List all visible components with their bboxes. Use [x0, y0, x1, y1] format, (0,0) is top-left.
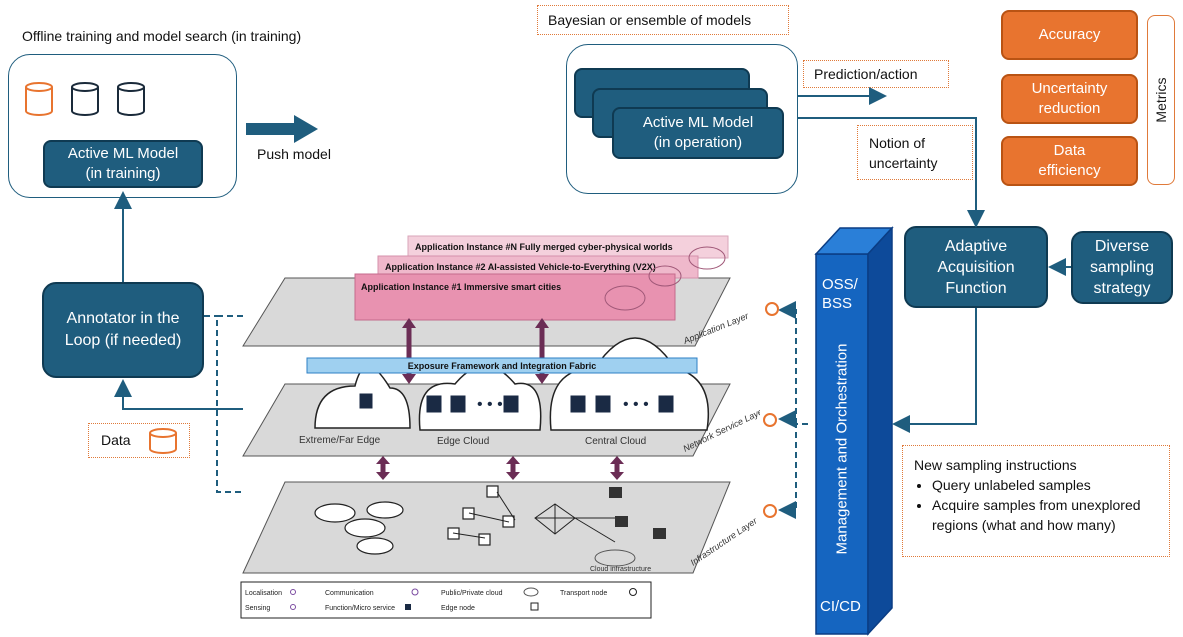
- data-label: Data: [101, 432, 131, 448]
- metric-data-efficiency: Data efficiency: [1001, 136, 1138, 186]
- model-training-line1: Active ML Model: [67, 145, 179, 162]
- metric-line2: reduction: [1038, 100, 1101, 117]
- orchestration-pillar: [814, 226, 894, 636]
- metric-accuracy-label: Accuracy: [1038, 26, 1101, 43]
- bayesian-label-box: Bayesian or ensemble of models: [537, 5, 789, 35]
- database-icons: [25, 82, 145, 116]
- cloud-infrastructure-icon: [594, 549, 636, 567]
- data-box: Data: [88, 423, 190, 458]
- model-operation-line2: (in operation): [653, 134, 743, 151]
- legend-localisation: Localisation: [245, 590, 282, 597]
- push-arrow: [246, 115, 318, 143]
- legend-box: [240, 581, 652, 619]
- pillar-top1: OSS/: [822, 276, 858, 293]
- network-architecture: Application Instance #N Fully merged cyb…: [240, 235, 760, 619]
- legend-transport-node: Transport node: [560, 590, 607, 597]
- legend-edge-node: Edge node: [441, 605, 475, 612]
- pillar-oss-bss: OSS/ BSS: [822, 275, 858, 313]
- legend-sensing: Sensing: [245, 605, 270, 612]
- acquisition-function-box: Adaptive Acquisition Function: [904, 226, 1048, 308]
- legend-function: Function/Micro service: [325, 605, 395, 612]
- annotator-line2: Loop (if needed): [64, 332, 182, 349]
- instruction-item: Acquire samples from unexplored regions …: [932, 495, 1164, 535]
- metric-uncertainty-reduction: Uncertainty reduction: [1001, 74, 1138, 124]
- metric-line1: Uncertainty: [1031, 80, 1108, 97]
- instruction-item: Query unlabeled samples: [932, 475, 1164, 495]
- svg-text:• • •: • • •: [623, 396, 649, 413]
- prediction-label: Prediction/action: [814, 66, 918, 82]
- div-line1: Diverse: [1094, 238, 1150, 255]
- acq-line2: Acquisition: [937, 258, 1015, 276]
- instructions-title: New sampling instructions: [914, 457, 1077, 473]
- model-in-operation: Active ML Model (in operation): [612, 107, 784, 159]
- push-model-label: Push model: [257, 146, 331, 162]
- div-line2: sampling: [1089, 259, 1155, 276]
- app-instance-1-label: Application Instance #1 Immersive smart …: [361, 282, 561, 292]
- pillar-cicd: CI/CD: [820, 598, 861, 615]
- diverse-sampling-box: Diverse sampling strategy: [1071, 231, 1173, 304]
- app-cloud-icon: [604, 246, 726, 311]
- offline-title: Offline training and model search (in tr…: [22, 28, 302, 44]
- switch-icons: [609, 487, 666, 539]
- model-in-training: Active ML Model (in training): [43, 140, 203, 188]
- legend-cloud: Public/Private cloud: [441, 590, 503, 597]
- metric-accuracy: Accuracy: [1001, 10, 1138, 60]
- model-training-line2: (in training): [85, 165, 161, 182]
- app-instance-n-label: Application Instance #N Fully merged cyb…: [415, 242, 673, 252]
- database-icon: [117, 82, 145, 116]
- legend-icons: [290, 588, 419, 610]
- legend-communication: Communication: [325, 590, 374, 597]
- exposure-fabric: [306, 357, 698, 374]
- uncertainty-label-box: Notion of uncertainty: [857, 125, 973, 180]
- annotator-box: Annotator in the Loop (if needed): [42, 282, 204, 378]
- metric-line1: Data: [1053, 142, 1086, 159]
- pillar-top2: BSS: [822, 295, 853, 312]
- uncertainty-line2: uncertainty: [869, 155, 938, 171]
- database-icon-orange: [25, 82, 53, 116]
- database-icon-orange: [149, 428, 177, 454]
- bayesian-title: Bayesian or ensemble of models: [548, 12, 752, 28]
- database-icon: [71, 82, 99, 116]
- metrics-bracket: [1147, 15, 1175, 185]
- app-instance-1: [354, 273, 676, 321]
- uncertainty-line1: Notion of: [869, 135, 926, 151]
- cloud-label-central: Central Cloud: [585, 436, 646, 447]
- cloud-label-far-edge: Extreme/Far Edge: [299, 435, 381, 446]
- cloud-label-edge: Edge Cloud: [437, 436, 489, 447]
- model-operation-line1: Active ML Model: [642, 114, 754, 131]
- instructions-box: New sampling instructions Query unlabele…: [902, 445, 1170, 557]
- annotator-line1: Annotator in the: [66, 310, 180, 327]
- acq-line3: Function: [945, 279, 1007, 297]
- svg-text:• • •: • • •: [477, 396, 503, 413]
- cloud-infra-label: Cloud infrastructure: [590, 566, 651, 573]
- transport-mesh: [452, 491, 625, 543]
- operation-panel: [566, 44, 798, 194]
- exposure-label: Exposure Framework and Integration Fabri…: [408, 361, 597, 371]
- microservice-icons: [359, 393, 674, 413]
- div-line3: strategy: [1093, 280, 1151, 297]
- metric-line2: efficiency: [1038, 162, 1101, 179]
- prediction-label-box: Prediction/action: [803, 60, 949, 88]
- cloud-outlines: [314, 337, 710, 431]
- acq-line1: Adaptive: [944, 237, 1008, 255]
- infrastructure-nodes: [314, 485, 515, 555]
- app-instance-2-label: Application Instance #2 AI-assisted Vehi…: [385, 262, 656, 272]
